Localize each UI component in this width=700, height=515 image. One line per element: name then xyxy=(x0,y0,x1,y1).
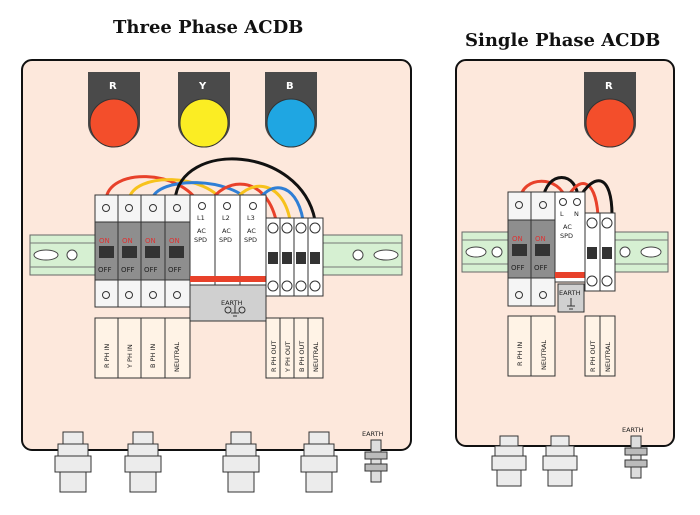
earth-ground-icon xyxy=(224,305,246,317)
earth-bar-label: EARTH xyxy=(559,289,581,297)
spd-label-spd: SPD xyxy=(560,232,573,240)
indicator-letter-r-single: R xyxy=(605,81,613,92)
earth-stud-single-phase: EARTH xyxy=(622,426,648,479)
mcb-on-label: ON xyxy=(145,237,156,245)
indicator-letter-b: B xyxy=(286,81,294,92)
label-y-ph-out: Y PH OUT xyxy=(284,341,292,373)
spd-label-ac: AC xyxy=(197,227,206,235)
indicator-lamp-r-single: R xyxy=(584,72,636,148)
indicator-letter-r: R xyxy=(109,81,117,92)
cable-glands-three-phase xyxy=(54,431,338,493)
label-b-ph-in: B PH IN xyxy=(149,344,157,368)
cable-gland xyxy=(54,431,92,493)
mcb-on-label: ON xyxy=(169,237,180,245)
spd-label-spd: SPD xyxy=(244,236,257,244)
input-labels-three-phase: R PH IN Y PH IN B PH IN NEUTRAL xyxy=(94,317,191,379)
spd-group-three-phase: L1 L2 L3 AC SPD AC SPD AC SPD EARTH xyxy=(189,194,267,322)
earth-bar-label: EARTH xyxy=(221,299,243,307)
mcb-group-three-phase: ON ON ON ON OFF OFF OFF OFF xyxy=(94,194,191,308)
mcb-on-label: ON xyxy=(99,237,110,245)
spd-label-ac: AC xyxy=(563,223,572,231)
mcb-off-label: OFF xyxy=(534,264,548,272)
single-phase-panel: R ON ON OFF OFF xyxy=(455,59,675,487)
label-r-ph-in: R PH IN xyxy=(516,342,524,366)
spd-label-ac: AC xyxy=(222,227,231,235)
spd-label-ac: AC xyxy=(247,227,256,235)
indicator-lamp-b: B xyxy=(265,72,317,148)
cable-gland xyxy=(222,431,260,493)
indicator-letter-y: Y xyxy=(198,81,207,92)
label-neutral-in: NEUTRAL xyxy=(540,340,548,370)
output-labels-single-phase: R PH OUT NEUTRAL xyxy=(584,315,616,377)
spd-terminal-l2: L2 xyxy=(222,214,230,222)
label-r-ph-out: R PH OUT xyxy=(270,341,278,372)
earth-label: EARTH xyxy=(362,430,384,438)
mcb-group-single-phase: ON ON OFF OFF xyxy=(507,191,556,307)
cable-gland xyxy=(542,435,578,487)
earth-label: EARTH xyxy=(622,426,644,434)
label-neutral-in: NEUTRAL xyxy=(173,342,181,372)
indicator-lamp-y: Y xyxy=(178,72,230,148)
mcb-on-label: ON xyxy=(535,235,546,243)
single-phase-title: Single Phase ACDB xyxy=(465,30,660,51)
cable-gland xyxy=(491,435,527,487)
label-r-ph-in: R PH IN xyxy=(103,344,111,368)
mcb-off-label: OFF xyxy=(511,264,525,272)
earth-bar xyxy=(189,284,267,322)
spd-single-phase: L N AC SPD EARTH xyxy=(554,191,586,313)
terminal-block-single-phase xyxy=(584,212,616,292)
spd-label-spd: SPD xyxy=(194,236,207,244)
spd-label-spd: SPD xyxy=(219,236,232,244)
spd-terminal-l: L xyxy=(560,210,564,218)
mcb-off-label: OFF xyxy=(98,266,112,274)
terminal-block-three-phase xyxy=(265,217,324,297)
output-labels-three-phase: R PH OUT Y PH OUT B PH OUT NEUTRAL xyxy=(265,317,324,379)
input-labels-single-phase: R PH IN NEUTRAL xyxy=(507,315,556,377)
indicator-lamp-r: R xyxy=(88,72,140,148)
cable-glands-single-phase xyxy=(491,435,578,487)
mcb-off-label: OFF xyxy=(168,266,182,274)
three-phase-panel: R Y B xyxy=(21,59,412,493)
spd-terminal-n: N xyxy=(574,210,579,218)
label-y-ph-in: Y PH IN xyxy=(126,344,134,369)
three-phase-title: Three Phase ACDB xyxy=(113,17,303,38)
mcb-on-label: ON xyxy=(512,235,523,243)
spd-terminal-l1: L1 xyxy=(197,214,205,222)
label-r-ph-out: R PH OUT xyxy=(589,341,597,372)
label-neutral-out: NEUTRAL xyxy=(312,342,320,372)
earth-stud-three-phase: EARTH xyxy=(362,430,388,483)
earth-ground-icon xyxy=(567,298,575,310)
spd-terminal-l3: L3 xyxy=(247,214,255,222)
label-neutral-out: NEUTRAL xyxy=(604,342,612,372)
cable-gland xyxy=(124,431,162,493)
mcb-off-label: OFF xyxy=(121,266,135,274)
mcb-off-label: OFF xyxy=(144,266,158,274)
label-b-ph-out: B PH OUT xyxy=(298,341,306,372)
mcb-on-label: ON xyxy=(122,237,133,245)
cable-gland xyxy=(300,431,338,493)
